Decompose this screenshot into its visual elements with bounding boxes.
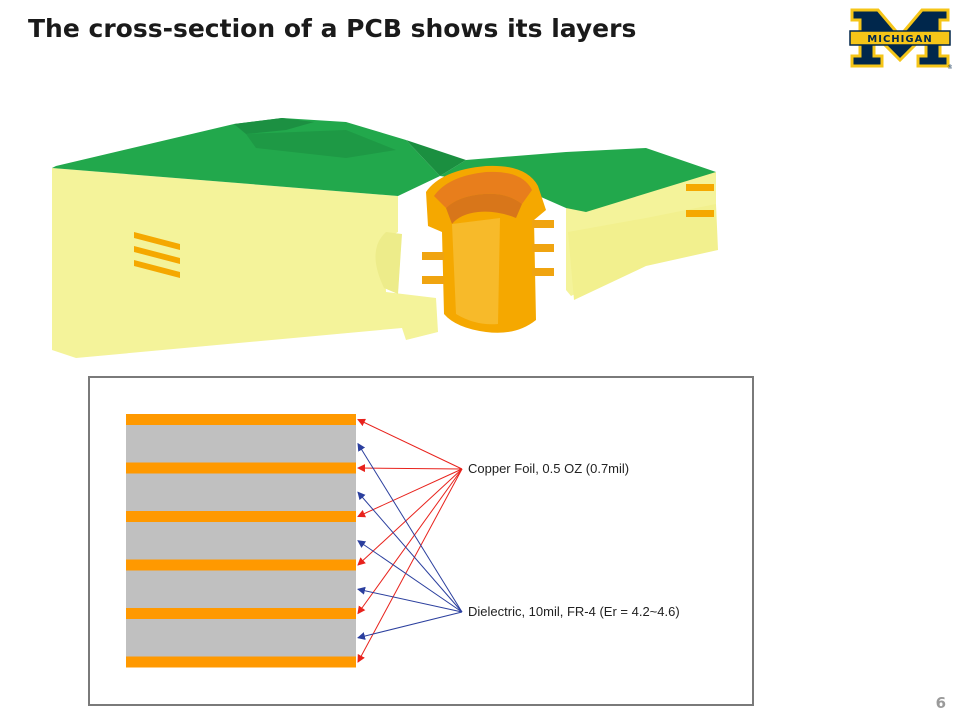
- copper-pointer-line: [357, 468, 463, 663]
- dielectric-layer: [126, 619, 356, 657]
- page-number: 6: [935, 694, 946, 712]
- copper-pointer-line: [357, 464, 463, 473]
- michigan-logo: MICHIGAN ®: [849, 8, 952, 70]
- copper-layer: [126, 462, 356, 474]
- dielectric-layer: [126, 522, 356, 560]
- copper-pointer-line: [357, 468, 463, 566]
- copper-layer: [126, 414, 356, 425]
- dielectric-pointer-line: [357, 491, 463, 613]
- dielectric-pointer-line: [357, 586, 463, 613]
- stackup-diagram: Copper Foil, 0.5 OZ (0.7mil) Dielectric,…: [88, 376, 754, 706]
- slide-title: The cross-section of a PCB shows its lay…: [28, 14, 637, 43]
- dielectric-layer: [126, 425, 356, 463]
- pcb-cross-section-3d-icon: [52, 118, 718, 358]
- copper-layer: [126, 559, 356, 571]
- layer-stack: [126, 414, 356, 668]
- copper-foil-label: Copper Foil, 0.5 OZ (0.7mil): [468, 461, 629, 476]
- pointer-lines: [357, 418, 463, 663]
- copper-pointer-line: [357, 418, 463, 470]
- copper-pointer-line: [357, 468, 463, 615]
- dielectric-pointer-line: [357, 611, 463, 640]
- copper-pointer-line: [357, 468, 463, 518]
- dielectric-layer: [126, 473, 356, 511]
- svg-text:®: ®: [947, 64, 952, 70]
- copper-layer: [126, 608, 356, 619]
- logo-wordmark: MICHIGAN: [867, 34, 932, 45]
- dielectric-layer: [126, 570, 356, 608]
- copper-layer: [126, 656, 356, 668]
- dielectric-pointer-line: [357, 540, 463, 613]
- pcb-3d-illustration: [52, 118, 718, 358]
- copper-layer: [126, 511, 356, 522]
- dielectric-label: Dielectric, 10mil, FR-4 (Er = 4.2~4.6): [468, 604, 680, 619]
- dielectric-pointer-line: [357, 442, 463, 613]
